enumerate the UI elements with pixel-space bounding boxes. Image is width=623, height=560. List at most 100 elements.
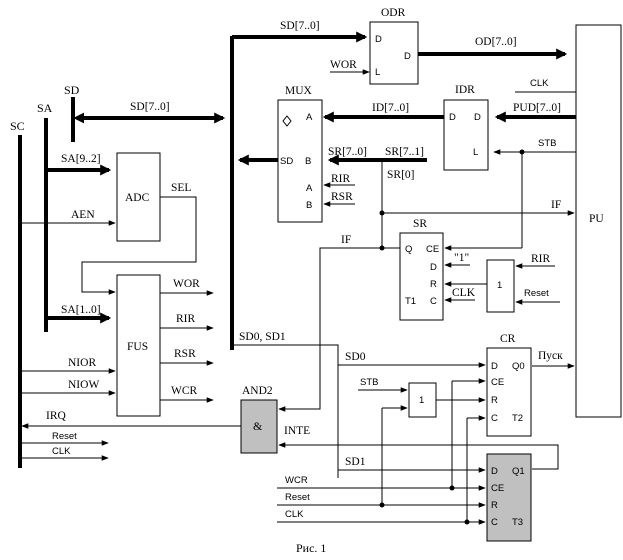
mux-a-pin: A bbox=[306, 112, 313, 123]
t3-t-pin: T3 bbox=[512, 517, 523, 528]
fus-block bbox=[116, 274, 161, 417]
rsr-fus-label: RSR bbox=[174, 348, 196, 360]
or1-block bbox=[486, 259, 515, 313]
cr-ce-pin: CE bbox=[491, 377, 504, 388]
sd-bus-top-label: SD[7..0] bbox=[280, 20, 320, 32]
start-label: Пуск bbox=[538, 350, 563, 362]
if-pu-label: IF bbox=[551, 199, 561, 211]
reset-t3-label: Reset bbox=[285, 492, 310, 503]
q1-to-and2 bbox=[278, 442, 559, 470]
figure-caption: Рис. 1 bbox=[296, 541, 326, 555]
sr-ce-pin: CE bbox=[426, 244, 439, 255]
sr-r-pin: R bbox=[430, 279, 437, 290]
mux-block bbox=[277, 99, 323, 223]
sd01-line bbox=[232, 344, 339, 478]
sel-line bbox=[81, 196, 197, 295]
t3-q-pin: Q1 bbox=[512, 466, 525, 477]
and2-symbol: & bbox=[253, 419, 263, 433]
cr-q-pin: Q0 bbox=[512, 361, 525, 372]
sr-t-pin: T1 bbox=[405, 296, 416, 307]
odr-out-pin: D bbox=[404, 51, 411, 62]
wcr-t3-label: WCR bbox=[285, 475, 308, 486]
sa10-label: SA[1..0] bbox=[61, 304, 101, 316]
mux-sa-pin: A bbox=[306, 183, 313, 194]
stb-cr-label: STB bbox=[360, 377, 378, 388]
cr-title: CR bbox=[500, 333, 516, 345]
wcr-fus-label: WCR bbox=[171, 385, 198, 397]
idr-block bbox=[443, 99, 489, 171]
sr-block bbox=[399, 232, 444, 321]
sd-label: SD bbox=[64, 83, 80, 97]
irq-label: IRQ bbox=[46, 410, 67, 422]
mux-sd-pin: SD bbox=[280, 156, 293, 167]
rir-fus-label: RIR bbox=[176, 313, 196, 325]
sr-q-pin: Q bbox=[405, 244, 412, 255]
cr-r-pin: R bbox=[491, 395, 498, 406]
adc-block bbox=[116, 152, 161, 242]
odr-d-pin: D bbox=[375, 34, 382, 45]
mux-bidir-icon bbox=[282, 115, 292, 127]
clk-t3-label: CLK bbox=[285, 509, 304, 520]
pud-label: PUD[7..0] bbox=[513, 102, 561, 114]
sr-bus-label: SR[7..0] bbox=[328, 146, 367, 158]
niow-label: NIOW bbox=[68, 379, 99, 391]
fus-title: FUS bbox=[127, 341, 148, 353]
odr-block bbox=[369, 21, 419, 85]
sel-label: SEL bbox=[171, 182, 191, 194]
rir-mux-label: RIR bbox=[331, 173, 351, 185]
sr-c-pin: C bbox=[430, 296, 437, 307]
inte-label: INTE bbox=[284, 425, 310, 437]
cr-c-pin: C bbox=[491, 413, 498, 424]
adc-title: ADC bbox=[125, 192, 150, 204]
wor-odr-label: WOR bbox=[330, 59, 357, 71]
mux-sb-pin: B bbox=[306, 200, 312, 211]
t3-r-pin: R bbox=[491, 500, 498, 511]
or2-symbol: 1 bbox=[419, 395, 424, 406]
reset-sr-label: Reset bbox=[524, 288, 549, 299]
t3-c-pin: C bbox=[491, 517, 498, 528]
pu-block bbox=[575, 24, 622, 418]
sr-d-pin: D bbox=[430, 262, 437, 273]
cr-block bbox=[486, 347, 532, 437]
mux-b-pin: B bbox=[305, 156, 311, 167]
rsr-mux-label: RSR bbox=[331, 191, 353, 203]
nior-label: NIOR bbox=[68, 357, 96, 369]
clk-sr-label: CLK bbox=[452, 287, 476, 299]
cr-d-pin: D bbox=[491, 361, 498, 372]
junction-dot bbox=[379, 210, 385, 216]
t3-d-pin: D bbox=[491, 466, 498, 477]
odr-title: ODR bbox=[381, 7, 406, 19]
sr-title: SR bbox=[413, 218, 427, 230]
idr-title: IDR bbox=[455, 84, 475, 96]
or1-symbol: 1 bbox=[497, 280, 502, 291]
wor-fus-label: WOR bbox=[173, 278, 200, 290]
aen-label: AEN bbox=[71, 209, 95, 221]
t3-block bbox=[486, 453, 532, 542]
cr-t-pin: T2 bbox=[512, 413, 523, 424]
sr71-label: SR[7..1] bbox=[385, 146, 424, 158]
odr-l-pin: L bbox=[375, 67, 380, 78]
sr0-label: SR[0] bbox=[387, 169, 414, 181]
and2-title: AND2 bbox=[242, 385, 273, 397]
sa-label: SA bbox=[37, 101, 53, 115]
sc-label: SC bbox=[10, 119, 25, 133]
od-label: OD[7..0] bbox=[475, 36, 517, 48]
sd0-label: SD0 bbox=[345, 351, 366, 363]
reset-sc-label: Reset bbox=[52, 431, 77, 442]
sd01-label: SD0, SD1 bbox=[239, 331, 286, 343]
idr-d-in: D bbox=[449, 112, 456, 123]
t3-ce-pin: CE bbox=[491, 483, 504, 494]
junction-dot bbox=[464, 519, 470, 525]
sa92-label: SA[9..2] bbox=[61, 153, 101, 165]
pu-title: PU bbox=[589, 213, 604, 225]
if-to-and2 bbox=[278, 247, 382, 412]
if-and-label: IF bbox=[341, 234, 351, 246]
junction-dot bbox=[449, 485, 455, 491]
idr-l-pin: L bbox=[473, 147, 478, 158]
sd-bus-left-label: SD[7..0] bbox=[130, 101, 170, 113]
stb-pu-label: STB bbox=[538, 138, 556, 149]
id-label: ID[7..0] bbox=[372, 102, 409, 114]
junction-dot bbox=[379, 502, 385, 508]
or2-block bbox=[408, 382, 437, 418]
